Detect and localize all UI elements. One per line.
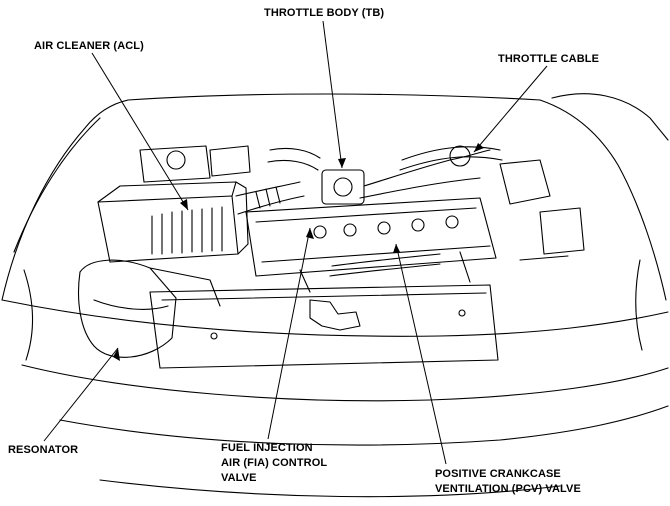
fia-label-line-2: AIR (FIA) CONTROL [221,457,328,469]
pcv-valve-label: POSITIVE CRANKCASE VENTILATION (PCV) VAL… [435,467,581,497]
throttle-body-part [321,169,365,205]
arrowhead-resonator [113,348,120,361]
fia-label-line-1: FUEL INJECTION [221,442,313,454]
leader-line-resonator [43,347,119,442]
arrowhead-fia-valve [306,228,314,239]
air-cleaner-box [97,181,249,263]
arrowhead-air-cleaner [180,199,188,210]
right-side-components [399,145,585,261]
leader-line-throttle-cable [473,65,548,153]
pcv-label-line-2: VENTILATION (PCV) VALVE [435,483,581,495]
throttle-cable-label: THROTTLE CABLE [498,52,599,67]
left-rear-components [139,145,321,183]
car-body-outline [1,93,669,498]
leader-line-throttle-body [322,20,343,169]
throttle-cable-line [359,149,491,199]
resonator-label-text: RESONATOR [8,444,79,456]
throttle-body-label-text: THROTTLE BODY (TB) [264,7,385,19]
resonator-part [77,259,221,358]
resonator-label: RESONATOR [8,443,78,458]
engine-block [245,197,497,293]
leader-line-air-cleaner [91,52,189,211]
leader-line-pcv-valve [395,243,447,465]
pcv-label-line-1: POSITIVE CRANKCASE [435,468,561,480]
arrowhead-throttle-cable [474,143,484,152]
radiator-support [149,284,499,369]
throttle-body-label: THROTTLE BODY (TB) [264,6,384,21]
arrowhead-pcv-valve [393,244,400,253]
fia-control-valve-label: FUEL INJECTION AIR (FIA) CONTROL VALVE [221,441,327,486]
fia-label-line-3: VALVE [221,472,257,484]
air-cleaner-label-text: AIR CLEANER (ACL) [34,40,144,52]
arrowhead-throttle-body [338,158,346,168]
intake-duct [235,181,305,215]
leader-line-fia-valve [267,227,311,440]
throttle-cable-label-text: THROTTLE CABLE [498,53,600,65]
air-cleaner-label: AIR CLEANER (ACL) [34,39,144,54]
